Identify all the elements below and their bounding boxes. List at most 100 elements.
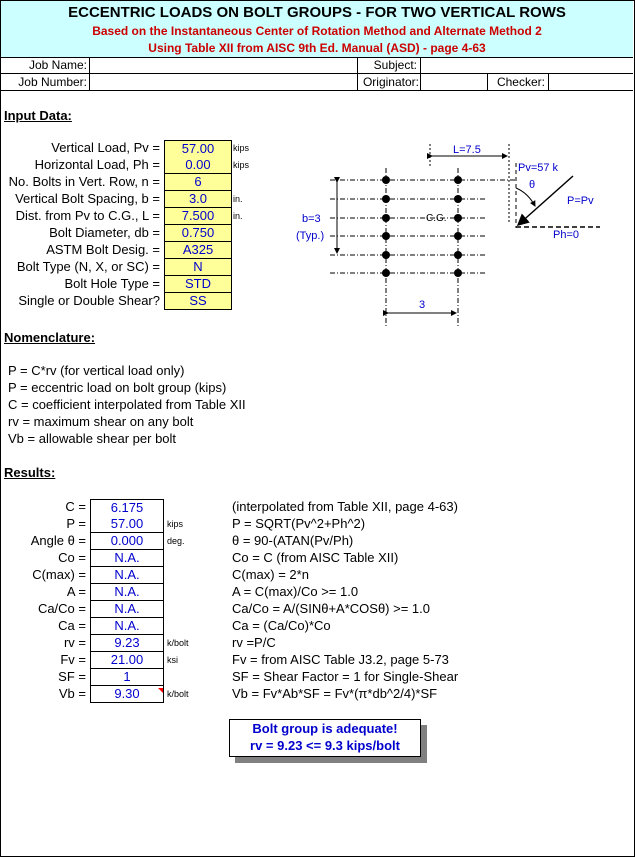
result-unit: deg.	[167, 536, 185, 546]
pv-label: Pv=57 k	[518, 162, 559, 174]
result-label: C =	[65, 499, 86, 514]
result-value-cell: 0.000	[90, 533, 164, 550]
subtitle-table: Using Table XII from AISC 9th Ed. Manual…	[148, 41, 486, 55]
input-label: Bolt Type (N, X, or SC) =	[16, 259, 160, 274]
input-label: Dist. from Pv to C.G., L =	[15, 208, 160, 223]
l-dim-label: L=7.5	[453, 144, 481, 156]
input-label: Vertical Bolt Spacing, b =	[15, 191, 160, 206]
result-value-cell: 57.00	[90, 516, 164, 533]
bolts	[382, 176, 462, 277]
nomenclature-line: Vb = allowable shear per bolt	[8, 431, 177, 446]
result-label: Fv =	[60, 652, 86, 667]
ph-label: Ph=0	[553, 229, 579, 241]
result-formula-note: Vb = Fv*Ab*SF = Fv*(π*db^2/4)*SF	[232, 686, 438, 701]
checker-field[interactable]	[549, 74, 633, 90]
theta-label: θ	[529, 179, 535, 191]
result-formula-note: rv =P/C	[232, 635, 276, 650]
p-label: P=Pv	[567, 195, 594, 207]
result-value-cell: 9.30	[90, 686, 164, 703]
result-value-cell: N.A.	[90, 550, 164, 567]
input-label: No. Bolts in Vert. Row, n =	[8, 174, 160, 189]
result-value-cell: N.A.	[90, 601, 164, 618]
load-arrow	[516, 175, 574, 226]
input-value-cell[interactable]: STD	[164, 276, 232, 293]
input-value-cell[interactable]: 57.00	[164, 140, 232, 158]
subtitle-method: Based on the Instantaneous Center of Rot…	[92, 24, 542, 38]
input-unit: kips	[233, 143, 250, 153]
result-label: rv =	[63, 635, 86, 650]
result-label: C(max) =	[32, 567, 86, 582]
input-heading: Input Data:	[4, 108, 72, 123]
result-label: Ca/Co =	[37, 601, 86, 616]
bolt-row-lines	[330, 179, 515, 274]
conclusion-check: rv = 9.23 <= 9.3 kips/bolt	[250, 738, 400, 753]
job-number-label: Job Number:	[18, 75, 87, 89]
input-label: Vertical Load, Pv =	[51, 140, 160, 155]
result-formula-note: (interpolated from Table XII, page 4-63)	[232, 499, 458, 514]
result-value-cell: 9.23	[90, 635, 164, 652]
input-unit: in.	[233, 194, 243, 204]
result-unit: ksi	[167, 655, 178, 665]
job-number-field[interactable]	[90, 74, 356, 90]
nomenclature-line: P = C*rv (for vertical load only)	[8, 363, 185, 378]
result-value-cell: N.A.	[90, 584, 164, 601]
comment-indicator	[158, 688, 163, 693]
input-value-cell[interactable]: N	[164, 259, 232, 276]
result-label: Angle θ =	[30, 533, 86, 548]
result-label: Co =	[58, 550, 86, 565]
b-dim-label: b=3	[302, 213, 321, 225]
nomenclature-line: P = eccentric load on bolt group (kips)	[8, 380, 227, 395]
result-formula-note: A = C(max)/Co >= 1.0	[232, 584, 359, 599]
result-formula-note: θ = 90-(ATAN(Pv/Ph)	[232, 533, 354, 548]
theta-arc	[515, 187, 536, 207]
bolt-group-diagram: L=7.5 C.G. b=3 (Typ.) 3 Pv=57 k θ P=Pv P…	[296, 144, 600, 326]
result-value-cell: 6.175	[90, 499, 164, 517]
gage-dim-label: 3	[419, 299, 425, 311]
header: ECCENTRIC LOADS ON BOLT GROUPS - FOR TWO…	[1, 1, 633, 58]
job-row-1: Job Name: Subject:	[1, 57, 633, 74]
checker-label: Checker:	[496, 75, 545, 89]
input-value-cell[interactable]: A325	[164, 242, 232, 259]
result-value-cell: 21.00	[90, 652, 164, 669]
input-label: ASTM Bolt Desig. =	[46, 242, 160, 257]
subject-label: Subject:	[373, 58, 417, 72]
nomenclature-line: rv = maximum shear on any bolt	[8, 414, 194, 429]
job-name-field[interactable]	[90, 57, 356, 73]
result-formula-note: Ca/Co = A/(SINθ+A*COSθ) >= 1.0	[232, 601, 430, 616]
result-unit: kips	[167, 519, 184, 529]
input-value-cell[interactable]: 0.00	[164, 157, 232, 174]
conclusion-box: Bolt group is adequate! rv = 9.23 <= 9.3…	[229, 719, 421, 757]
typ-label: (Typ.)	[296, 230, 324, 242]
result-label: Vb =	[58, 686, 86, 701]
bolt-column-lines	[385, 168, 459, 326]
result-formula-note: P = SQRT(Pv^2+Ph^2)	[232, 516, 366, 531]
input-value-cell[interactable]: 0.750	[164, 225, 232, 242]
conclusion-status: Bolt group is adequate!	[252, 721, 398, 736]
page-title: ECCENTRIC LOADS ON BOLT GROUPS - FOR TWO…	[68, 4, 566, 21]
result-formula-note: Ca = (Ca/Co)*Co	[232, 618, 331, 633]
result-label: P =	[66, 516, 86, 531]
result-label: Ca =	[58, 618, 86, 633]
input-label: Single or Double Shear?	[18, 293, 160, 308]
results-heading: Results:	[4, 465, 56, 480]
input-value-cell[interactable]: 7.500	[164, 208, 232, 225]
input-value-cell[interactable]: 6	[164, 174, 232, 191]
input-value-cell[interactable]: 3.0	[164, 191, 232, 208]
input-label: Horizontal Load, Ph =	[34, 157, 160, 172]
result-unit: k/bolt	[167, 689, 189, 699]
input-label: Bolt Diameter, db =	[49, 225, 160, 240]
input-unit: in.	[233, 211, 243, 221]
input-value-cell[interactable]: SS	[164, 293, 232, 310]
result-value-cell: N.A.	[90, 618, 164, 635]
originator-label: Originator:	[362, 75, 419, 89]
nomenclature-line: C = coefficient interpolated from Table …	[8, 397, 246, 412]
result-unit: k/bolt	[167, 638, 189, 648]
cg-label: C.G.	[426, 213, 447, 224]
result-formula-note: C(max) = 2*n	[232, 567, 309, 582]
subject-field[interactable]	[421, 57, 633, 73]
result-formula-note: Fv = from AISC Table J3.2, page 5-73	[232, 652, 449, 667]
originator-field[interactable]	[421, 74, 487, 90]
nomenclature-heading: Nomenclature:	[4, 330, 96, 345]
input-label: Bolt Hole Type =	[64, 276, 160, 291]
result-formula-note: SF = Shear Factor = 1 for Single-Shear	[232, 669, 459, 684]
